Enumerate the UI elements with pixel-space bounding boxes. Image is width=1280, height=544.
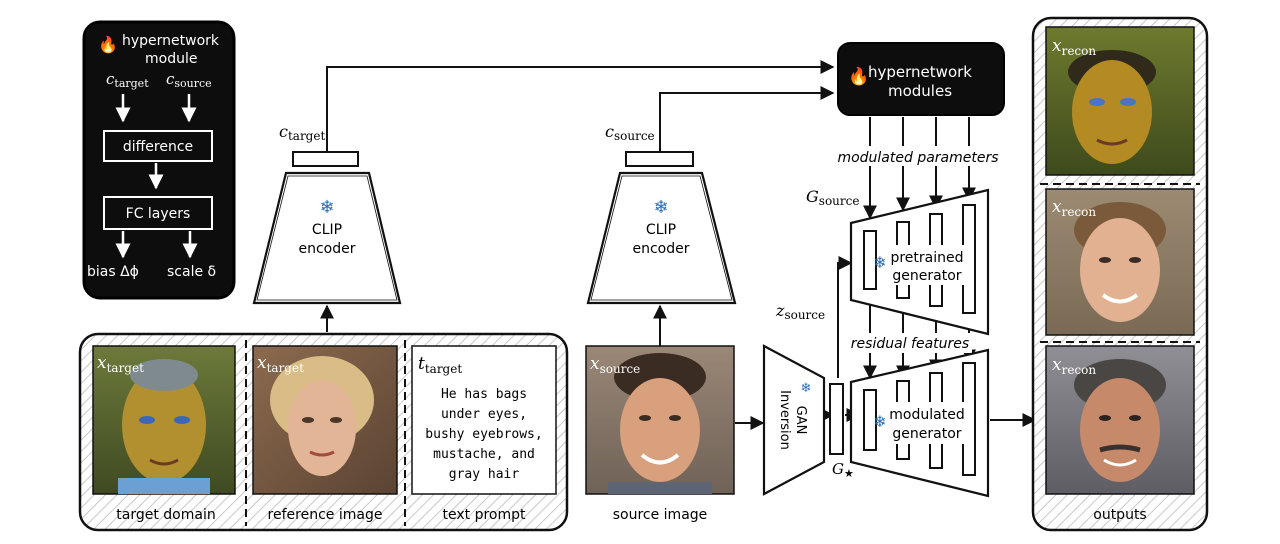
x-target-ref-label: xtarget	[257, 353, 304, 375]
g-source-label: Gsource	[806, 187, 859, 208]
output-image-3: xrecon	[1045, 345, 1195, 495]
t-target-label: ttarget	[418, 354, 462, 376]
c-source-label: csource	[605, 122, 655, 143]
snowflake-icon: ❄	[873, 412, 886, 431]
encoder-trapezoid	[252, 171, 402, 305]
modulated-label-line2: generator	[892, 426, 961, 442]
fire-icon: 🔥	[848, 66, 869, 87]
prompt-line: mustache, and	[433, 447, 535, 462]
fire-icon: 🔥	[98, 35, 118, 54]
arrow-c-target-to-hypernet	[326, 60, 835, 152]
legend-fc-label: FC layers	[126, 206, 191, 222]
target-domain-caption: target domain	[116, 507, 215, 523]
pretrained-label-line1: pretrained	[890, 250, 963, 266]
legend-title-line2: module	[145, 51, 197, 67]
embedding-bar	[625, 151, 694, 167]
text-prompt-caption: text prompt	[443, 507, 527, 523]
x-target-label: xtarget	[97, 353, 144, 375]
label-backdrop	[848, 333, 972, 353]
g-star-label: G★	[832, 460, 854, 480]
modulated-generator: ❄ modulated generator	[849, 348, 990, 498]
encoder-title-line1: CLIP	[646, 222, 676, 238]
snowflake-icon: ❄	[801, 381, 812, 396]
embedding-bar	[292, 151, 359, 167]
source-image-caption: source image	[613, 507, 708, 523]
text-prompt-card: ttarget He has bags under eyes, bushy eyeb…	[411, 345, 557, 495]
legend-fc-box	[103, 196, 213, 230]
modulated-parameters-label: modulated parameters	[837, 150, 998, 166]
arrow-c-source-to-hypernet	[659, 86, 835, 152]
prompt-line: He has bags	[441, 387, 527, 402]
legend-bias: bias Δϕ	[87, 264, 139, 280]
arrow-latent-to-pretrained	[837, 256, 853, 378]
snowflake-icon: ❄	[319, 197, 334, 218]
encoder-trapezoid	[586, 171, 737, 305]
x-recon-label: xrecon	[1052, 197, 1096, 219]
snowflake-icon: ❄	[653, 197, 668, 218]
output-image-2: xrecon	[1045, 188, 1195, 336]
outputs-caption: outputs	[1093, 507, 1146, 523]
x-recon-label: xrecon	[1052, 355, 1096, 377]
x-recon-label: xrecon	[1052, 36, 1096, 58]
prompt-lines: He has bags under eyes, bushy eyebrows, mus…	[425, 387, 542, 482]
x-source-label: xsource	[590, 354, 640, 376]
pretrained-generator: ❄ pretrained generator	[849, 188, 990, 336]
source-image: xsource	[585, 345, 735, 495]
pretrained-label-line2: generator	[892, 268, 961, 284]
prompt-line: bushy eyebrows,	[425, 427, 542, 442]
inputs-panel: xtarget target domain xtarget reference …	[78, 332, 569, 532]
latent-code-bar	[829, 383, 844, 455]
gan-inversion-line2: Inversion	[777, 390, 792, 450]
residual-features-label: residual features	[851, 336, 969, 352]
hyper-modules-line2: modules	[888, 82, 952, 100]
hypernetwork-modules-box: 🔥 hypernetwork modules	[837, 42, 1005, 116]
encoder-title-line2: encoder	[632, 241, 689, 257]
snowflake-icon: ❄	[873, 253, 886, 272]
prompt-line: gray hair	[449, 467, 520, 482]
outputs-panel: xrecon xrecon xrecon	[1031, 16, 1209, 532]
legend-title-line1: hypernetwork	[122, 33, 220, 49]
hyper-modules-line1: hypernetwork	[868, 63, 972, 81]
modulated-label-line1: modulated	[889, 407, 964, 423]
legend-c-target: ctarget	[106, 70, 149, 90]
label-backdrop	[838, 146, 998, 166]
clip-encoder-left: ctarget ❄ CLIP encoder	[252, 122, 402, 305]
gan-inversion-block: GAN Inversion ❄	[762, 344, 826, 496]
clip-encoder-mid: csource ❄ CLIP encoder	[586, 122, 737, 305]
legend-scale: scale δ	[167, 264, 216, 280]
legend-difference-box	[103, 130, 213, 162]
legend-c-source: csource	[166, 70, 212, 90]
reference-image: xtarget	[252, 345, 398, 495]
hypernetwork-legend-box: 🔥 hypernetwork module ctarget csource di…	[82, 20, 236, 300]
z-source-label: zsource	[775, 301, 825, 322]
output-image-1: xrecon	[1045, 26, 1195, 176]
connector-lines	[320, 60, 1037, 430]
reference-image-caption: reference image	[268, 507, 383, 523]
encoder-title-line1: CLIP	[312, 222, 342, 238]
legend-difference-label: difference	[123, 139, 193, 155]
c-target-label: ctarget	[279, 122, 325, 143]
gan-inversion-line1: GAN	[793, 406, 808, 435]
target-domain-image: xtarget	[92, 345, 236, 495]
encoder-title-line2: encoder	[298, 241, 355, 257]
prompt-line: under eyes,	[441, 407, 527, 422]
